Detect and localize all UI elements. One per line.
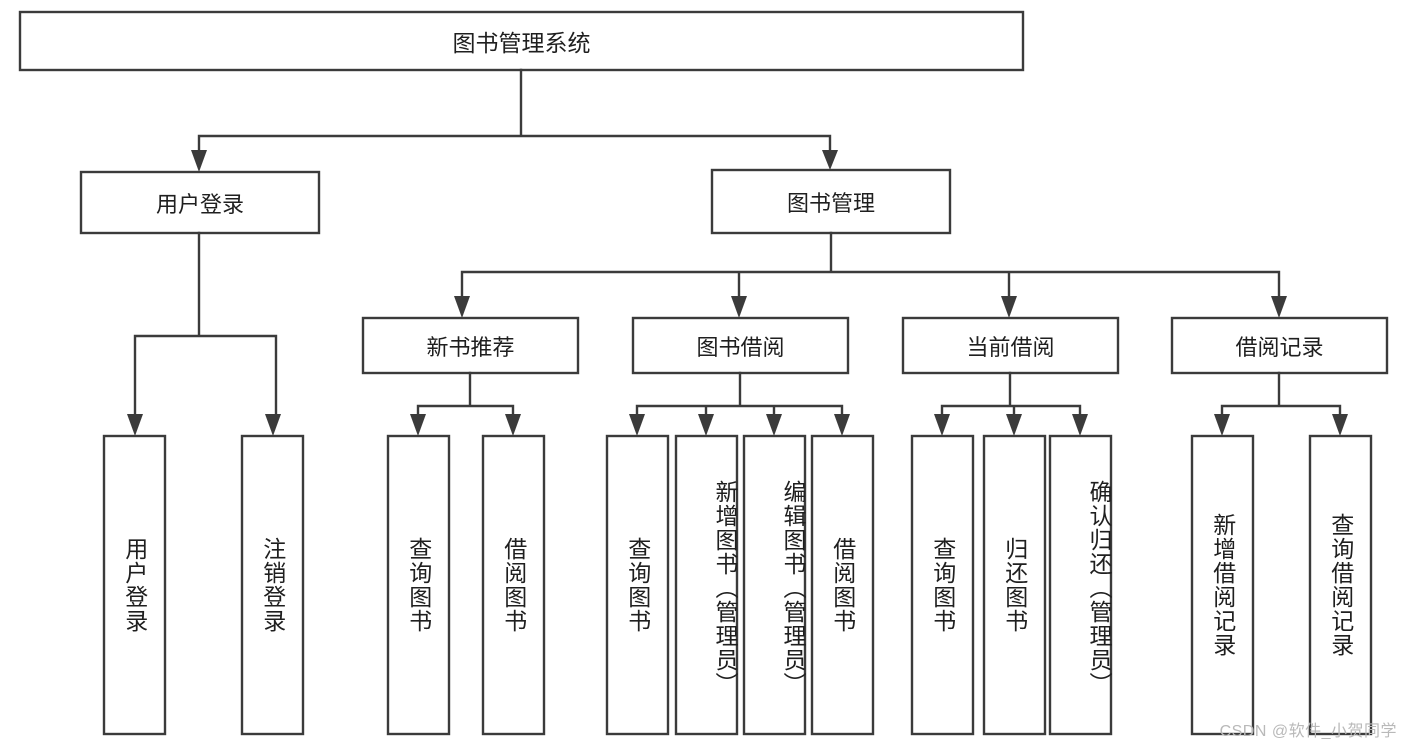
node-borrow-record[interactable] bbox=[1170, 316, 1389, 375]
leaf-return-book[interactable] bbox=[982, 434, 1047, 736]
arrowhead-root-to-user-login bbox=[191, 150, 207, 172]
leaf-add-borrow-record[interactable] bbox=[1190, 434, 1255, 736]
edge-bookmgmt-bus bbox=[460, 231, 1281, 300]
leaf-edit-book-admin[interactable] bbox=[742, 434, 807, 736]
leaf-query-book-rec[interactable] bbox=[386, 434, 451, 736]
arrowhead-bookmgmt-to-book-borrow bbox=[731, 296, 747, 318]
csdn-watermark: CSDN @软件_小贺同学 bbox=[1219, 723, 1397, 740]
arrowhead-currentborrow-to-confirm-return bbox=[1072, 414, 1088, 436]
edge-currentborrow-bus bbox=[940, 371, 1082, 418]
arrowhead-bookborrow-to-query-book bbox=[629, 414, 645, 436]
leaf-borrow-book-rec[interactable] bbox=[481, 434, 546, 736]
node-book-management[interactable] bbox=[710, 168, 952, 235]
node-book-borrow[interactable] bbox=[631, 316, 850, 375]
arrowhead-bookborrow-to-edit-book bbox=[766, 414, 782, 436]
leaf-query-book-current[interactable] bbox=[910, 434, 975, 736]
leaf-borrow-book-borrow[interactable] bbox=[810, 434, 875, 736]
arrowhead-root-to-book-mgmt bbox=[822, 150, 838, 170]
node-current-borrow[interactable] bbox=[901, 316, 1120, 375]
leaf-query-borrow-record[interactable] bbox=[1308, 434, 1373, 736]
node-user-login[interactable] bbox=[79, 170, 321, 235]
arrowhead-newbookrec-to-borrow-book bbox=[505, 414, 521, 436]
leaf-confirm-return-admin[interactable] bbox=[1048, 434, 1113, 736]
edge-borrowrecord-bus bbox=[1220, 371, 1342, 418]
arrowhead-bookmgmt-to-borrow-record bbox=[1271, 296, 1287, 318]
leaf-add-book-admin[interactable] bbox=[674, 434, 739, 736]
arrowhead-bookmgmt-to-new-book-rec bbox=[454, 296, 470, 318]
arrowhead-userlogin-to-login bbox=[127, 414, 143, 436]
leaf-logout-login[interactable] bbox=[240, 434, 305, 736]
arrowhead-currentborrow-to-return-book bbox=[1006, 414, 1022, 436]
arrowhead-currentborrow-to-query-book bbox=[934, 414, 950, 436]
node-root[interactable] bbox=[18, 10, 1025, 72]
edge-bookborrow-bus bbox=[635, 371, 844, 418]
leaf-query-book-borrow[interactable] bbox=[605, 434, 670, 736]
arrowhead-bookborrow-to-borrow-book bbox=[834, 414, 850, 436]
arrowhead-borrowrecord-to-add-record bbox=[1214, 414, 1230, 436]
edge-userlogin-bus bbox=[133, 231, 278, 418]
arrowhead-bookborrow-to-add-book bbox=[698, 414, 714, 436]
arrowhead-bookmgmt-to-current-borrow bbox=[1001, 296, 1017, 318]
arrowhead-borrowrecord-to-query-record bbox=[1332, 414, 1348, 436]
edge-newbookrec-bus bbox=[416, 371, 515, 418]
arrowhead-userlogin-to-logout bbox=[265, 414, 281, 436]
leaf-user-login[interactable] bbox=[102, 434, 167, 736]
arrowhead-newbookrec-to-query-book bbox=[410, 414, 426, 436]
node-new-book-recommend[interactable] bbox=[361, 316, 580, 375]
edge-root-bus bbox=[197, 68, 832, 154]
